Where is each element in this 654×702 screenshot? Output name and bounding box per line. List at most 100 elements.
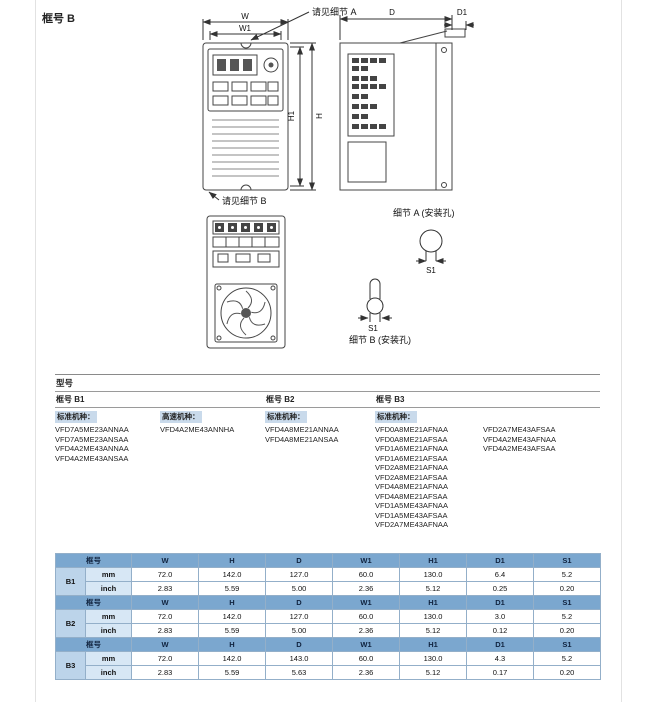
value-cell: 143.0 [265,651,333,666]
value-cell: 2.36 [332,665,400,680]
col-header-w: W [131,595,199,610]
page-title: 框号 B [42,13,75,25]
col-header-h: H [198,553,266,568]
value-cell: 2.83 [131,623,199,638]
standard-models-heading: 标准机种： [265,411,307,423]
dim-d-label: D [389,8,395,17]
standard-models-heading: 标准机种： [55,411,97,423]
value-cell: 142.0 [198,651,266,666]
model-item: VFD7A5ME23ANSAA [55,434,129,444]
col-header-w1: W1 [332,637,400,652]
standard-models-heading: 标准机种： [375,411,417,423]
value-cell: 130.0 [399,609,467,624]
model-item: VFD0A8ME21AFNAA [375,425,448,434]
model-item: VFD4A2ME43ANNHA [160,425,235,434]
dim-h1-label: H1 [287,110,296,121]
see-detail-b-callout: 请见细节 B [222,195,267,206]
dim-mm-row-b2: B2 mm 72.0 142.0 127.0 60.0 130.0 3.0 5.… [55,609,601,638]
value-cell: 72.0 [131,651,199,666]
value-cell: 2.36 [332,581,400,596]
frame-b1-heading: 框号 B1 [56,395,85,404]
frame-name-cell: B1 [55,567,86,596]
top-mounting-hole [240,42,252,49]
model-item: VFD4A8ME21ANNAA [265,425,339,434]
col-header-d: D [265,553,333,568]
side-view [339,28,466,191]
detail-a-title: 细节 A (安装孔) [393,207,455,218]
value-cell: 0.20 [533,623,601,638]
value-cell: 2.36 [332,623,400,638]
col-header-w1: W1 [332,553,400,568]
value-cell: 5.12 [399,623,467,638]
model-item: VFD0A8ME21AFSAA [375,434,448,444]
model-item: VFD2A7ME43AFNAA [375,520,448,529]
unit-cell-mm: mm [85,609,132,624]
frame-header-row: 框号 B1 框号 B2 框号 B3 [55,392,600,408]
dim-header-row-b3: 框号 W H D W1 H1 D1 S1 [55,637,601,652]
col-header-h: H [198,637,266,652]
value-cell: 127.0 [265,609,333,624]
terminal-area [347,53,395,137]
frame-b3-heading: 框号 B3 [376,395,405,404]
value-cell: 5.2 [533,567,601,582]
value-cell: 5.12 [399,665,467,680]
leader-detail-b [208,191,220,201]
value-cell: 72.0 [131,567,199,582]
col-header-d1: D1 [466,553,534,568]
col-header-frame: 框号 [55,637,132,652]
mounting-hole-b [366,297,384,315]
bottom-view [206,215,286,349]
frame-b2-heading: 框号 B2 [266,395,295,404]
unit-cell-inch: inch [85,665,132,680]
detail-b-s1-label: S1 [368,324,378,333]
b1-highspeed-list: VFD4A2ME43ANNHA [160,425,261,435]
frame-name-cell: B2 [55,609,86,638]
dial-button [263,57,279,73]
value-cell: 6.4 [466,567,534,582]
fan-housing [214,283,278,343]
side-dimensions [339,15,474,40]
value-cell: 5.00 [265,623,333,638]
model-item: VFD1A6ME21AFNAA [375,444,448,453]
value-cell: 127.0 [265,567,333,582]
col-header-s1: S1 [533,595,601,610]
model-item: VFD2A8ME21AFSAA [375,472,448,482]
value-cell: 142.0 [198,609,266,624]
model-item: VFD4A8ME21AFNAA [375,482,448,491]
model-item: VFD2A7ME43AFSAA [483,425,556,434]
dim-w-label: W [241,12,249,21]
detail-a-s1-label: S1 [426,266,436,275]
col-header-d1: D1 [466,637,534,652]
value-cell: 0.12 [466,623,534,638]
value-cell: 5.00 [265,581,333,596]
b1-highspeed-column: 高速机种： VFD4A2ME43ANNHA [160,411,265,530]
value-cell: 4.3 [466,651,534,666]
model-section-title: 型号 [55,374,600,392]
col-header-h1: H1 [399,637,467,652]
model-item: VFD1A5ME43AFSAA [375,510,448,520]
dim-inch-row-b2: inch 2.83 5.59 5.00 2.36 5.12 0.12 0.20 [56,623,601,638]
bottom-mounting-hole [240,184,252,191]
dim-header-row-b2: 框号 W H D W1 H1 D1 S1 [55,595,601,610]
fan-blades [226,290,266,336]
fan-hub [241,308,251,318]
front-body [202,42,289,191]
value-cell: 60.0 [332,567,400,582]
unit-cell-mm: mm [85,567,132,582]
dim-inch-row-b1: inch 2.83 5.59 5.00 2.36 5.12 0.25 0.20 [56,581,601,596]
see-detail-a-callout: 请见细节 A [312,6,357,17]
value-cell: 130.0 [399,651,467,666]
value-cell: 2.83 [131,665,199,680]
page-frame [35,0,622,702]
model-item: VFD4A2ME43ANSAA [55,453,129,463]
value-cell: 5.12 [399,581,467,596]
detail-b-title: 细节 B (安装孔) [349,334,411,345]
col-header-s1: S1 [533,637,601,652]
value-cell: 3.0 [466,609,534,624]
dim-header-row-b1: 框号 W H D W1 H1 D1 S1 [55,553,601,568]
